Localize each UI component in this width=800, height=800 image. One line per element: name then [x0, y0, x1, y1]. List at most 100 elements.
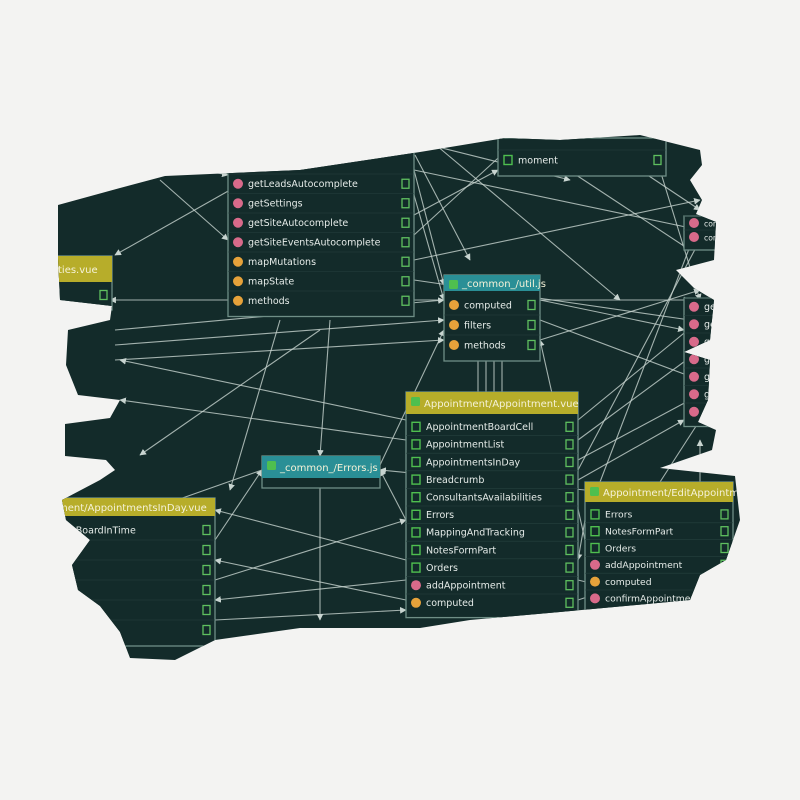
dependency-edge [214, 508, 407, 561]
port-icon[interactable] [720, 593, 729, 604]
dependency-edge [413, 169, 446, 286]
port-icon[interactable] [202, 584, 211, 596]
port-icon[interactable] [653, 154, 662, 166]
member-label: Orders [426, 563, 458, 574]
action-icon [689, 232, 699, 242]
member-label: getSiteEventsAutocomplete [248, 238, 381, 249]
member-label: ConsultantsAvailabilities [426, 493, 542, 504]
action-icon [689, 301, 699, 312]
port-icon[interactable] [202, 564, 211, 576]
port-icon[interactable] [401, 276, 410, 287]
port-icon[interactable] [565, 421, 574, 432]
node-title: _common_/Errors.js [279, 463, 378, 474]
appointments-in-day-node[interactable]: ment/AppointmentsInDay.vuementsBoardInTi… [40, 497, 216, 647]
action-icon [233, 198, 243, 209]
port-icon[interactable] [565, 580, 574, 591]
member-label: getSiteAutocomplete [248, 218, 348, 229]
port-icon[interactable] [401, 178, 410, 189]
dependency-edge [114, 337, 445, 361]
port-icon[interactable] [202, 624, 211, 636]
port-icon[interactable] [401, 198, 410, 209]
dependency-edge [159, 179, 229, 241]
member-label: Errors [426, 510, 454, 521]
nodes: getLeadsAutocompletegetSettingsgetSiteAu… [40, 137, 777, 647]
port-icon[interactable] [565, 456, 574, 468]
port-icon[interactable] [565, 527, 574, 538]
port-icon[interactable] [401, 256, 410, 267]
action-icon [689, 319, 699, 330]
computed-icon [449, 300, 459, 310]
component-icon [503, 154, 513, 166]
port-icon[interactable] [565, 544, 574, 556]
dependency-edge [114, 317, 445, 346]
port-icon[interactable] [565, 562, 574, 573]
node-header [262, 456, 380, 478]
port-icon[interactable] [527, 319, 536, 331]
dependency-edge [139, 329, 321, 456]
port-icon[interactable] [720, 509, 729, 520]
member-label: NotesFormPart [605, 527, 674, 538]
node-frame [58, 497, 216, 647]
port-icon[interactable] [720, 542, 729, 554]
left-vue-node[interactable]: ties.vue [40, 255, 113, 311]
dependency-edge [214, 607, 407, 621]
computed-icon [449, 320, 459, 330]
appointment-node[interactable]: Appointment/Appointment.vueAppointmentBo… [405, 391, 579, 619]
port-icon[interactable] [565, 439, 574, 450]
common-errors-node[interactable]: _common_/Errors.js [261, 455, 381, 489]
computed-icon [411, 597, 421, 608]
dependency-edge [214, 557, 407, 601]
dependency-edge [114, 189, 231, 256]
dependency-edge [539, 319, 701, 382]
right-partial-node[interactable]: getComgetComgetCogetCgetOwnAppogetSiteEv… [683, 297, 770, 428]
port-icon[interactable] [202, 524, 211, 536]
port-icon[interactable] [401, 217, 410, 228]
node-header [444, 275, 540, 291]
dependency-edge [577, 419, 685, 481]
member-label: getCo [704, 337, 732, 348]
dependency-edge [577, 399, 691, 461]
dependency-edge [414, 154, 471, 261]
dependency-edge [317, 319, 331, 457]
dependency-edge [413, 197, 701, 261]
port-icon[interactable] [720, 576, 729, 587]
port-icon[interactable] [565, 509, 574, 520]
port-icon[interactable] [565, 492, 574, 503]
component-icon [411, 439, 421, 450]
member-label: getSiteEvents [704, 390, 770, 401]
dependency-edge [659, 419, 701, 483]
action-icon [689, 371, 699, 382]
member-label: methods [464, 340, 506, 351]
port-icon[interactable] [401, 237, 410, 248]
member-label: Orders [605, 543, 636, 554]
port-icon[interactable] [202, 544, 211, 556]
computed-icon [233, 276, 243, 287]
port-icon[interactable] [99, 289, 108, 301]
port-icon[interactable] [202, 604, 211, 616]
port-icon[interactable] [527, 299, 536, 311]
member-label: NotesFormPart [426, 545, 496, 556]
member-label: getCom [704, 302, 741, 313]
edit-appointment-node[interactable]: Appointment/EditAppointment.vueErrorsNot… [584, 481, 777, 614]
action-icon [689, 336, 699, 347]
moment-node[interactable]: moment [497, 137, 667, 177]
node-frame [497, 137, 667, 177]
port-icon[interactable] [720, 526, 729, 537]
component-icon [411, 492, 421, 503]
file-icon [267, 461, 276, 470]
node-header [585, 482, 733, 502]
component-icon [590, 542, 600, 554]
node-title: _common_/util.js [461, 279, 546, 290]
dependency-edge [149, 159, 229, 178]
port-icon[interactable] [527, 339, 536, 351]
member-label: remove [704, 407, 740, 418]
port-icon[interactable] [565, 597, 574, 608]
port-icon[interactable] [565, 474, 574, 485]
port-icon[interactable] [401, 295, 410, 306]
action-icon [689, 354, 699, 365]
member-label: Breadcrumb [426, 475, 484, 486]
dependency-edge [539, 288, 701, 341]
actions-node[interactable]: getLeadsAutocompletegetSettingsgetSiteAu… [227, 149, 415, 318]
